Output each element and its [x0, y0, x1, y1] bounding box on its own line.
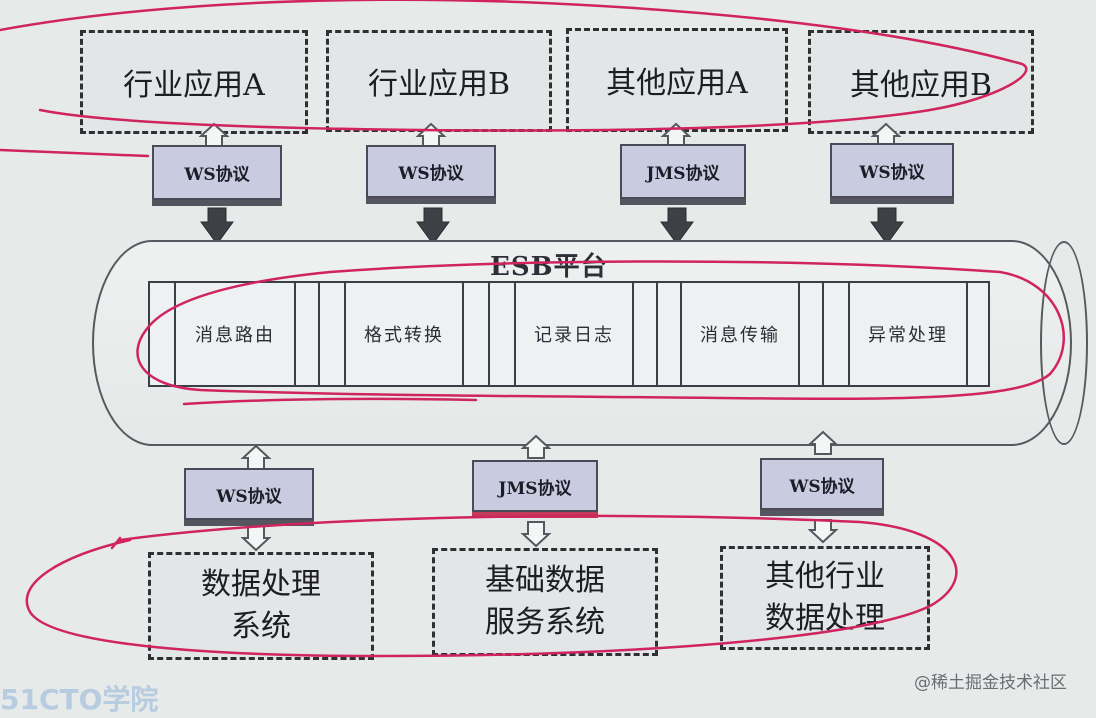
- module-label-3: 记录日志: [534, 325, 614, 346]
- strip-spacer: [966, 281, 990, 387]
- strip-spacer: [318, 281, 346, 387]
- bottom-system-line2-3: 数据处理: [765, 601, 885, 636]
- bottom-protocol-label-3: WS协议: [789, 476, 855, 497]
- bottom-protocol-1: WS协议: [184, 468, 314, 526]
- bottom-system-box-1: 数据处理 系统: [148, 552, 374, 660]
- top-protocol-1: WS协议: [152, 145, 282, 206]
- strip-spacer: [488, 281, 516, 387]
- watermark-logo-left: 51CTO学院: [0, 683, 159, 716]
- annotation-loop-top: [0, 0, 1028, 132]
- bottom-system-box-3: 其他行业 数据处理: [720, 546, 930, 650]
- bottom-protocol-label-1: WS协议: [216, 486, 282, 507]
- module-label-4: 消息传输: [700, 325, 780, 346]
- top-down-arrows: [200, 207, 904, 245]
- module-exception-handling: 异常处理: [848, 281, 968, 387]
- annotation-tick: [110, 536, 122, 550]
- module-label-1: 消息路由: [195, 325, 275, 346]
- top-app-label-3: 其他应用A: [606, 66, 748, 101]
- bottom-system-line1-1: 数据处理: [201, 567, 321, 602]
- bottom-system-line1-3: 其他行业: [765, 559, 885, 594]
- annotation-line-left: [0, 148, 150, 158]
- top-app-label-2: 行业应用B: [367, 67, 511, 102]
- top-protocol-label-4: WS协议: [859, 163, 925, 183]
- bottom-system-box-2: 基础数据 服务系统: [432, 548, 658, 656]
- top-app-label-4: 其他应用B: [849, 68, 993, 103]
- strip-spacer: [656, 281, 682, 387]
- top-protocol-label-3: JMS协议: [646, 164, 720, 184]
- annotation-stroke-middle: [182, 397, 478, 406]
- bottom-system-line2-1: 系统: [231, 609, 291, 644]
- module-message-transport: 消息传输: [680, 281, 800, 387]
- esb-platform-title: ESB平台: [490, 252, 608, 282]
- module-label-5: 异常处理: [868, 325, 948, 346]
- bottom-system-line1-2: 基础数据: [485, 563, 605, 598]
- module-logging: 记录日志: [514, 281, 634, 387]
- annotation-loop-middle: [136, 260, 1066, 401]
- top-protocol-label-1: WS协议: [184, 165, 250, 185]
- watermark-text-right: @稀土掘金技术社区: [914, 673, 1067, 693]
- top-up-arrows: [198, 122, 902, 147]
- top-app-label-1: 行业应用A: [123, 68, 265, 103]
- annotation-loop-bottom: [25, 514, 958, 658]
- bottom-protocol-label-2: JMS协议: [498, 478, 572, 499]
- top-app-box-3: 其他应用A: [566, 28, 788, 132]
- strip-spacer: [798, 281, 824, 387]
- top-protocol-3: JMS协议: [620, 144, 746, 205]
- esb-tube-end-cap: [1040, 241, 1088, 445]
- top-protocol-4: WS协议: [830, 143, 954, 204]
- top-protocol-2: WS协议: [366, 145, 496, 204]
- bottom-system-line2-2: 服务系统: [485, 605, 605, 640]
- module-label-2: 格式转换: [364, 325, 444, 346]
- module-format-conversion: 格式转换: [344, 281, 464, 387]
- strip-spacer: [148, 281, 176, 387]
- top-app-box-1: 行业应用A: [80, 30, 308, 134]
- top-protocol-label-2: WS协议: [398, 164, 464, 184]
- top-app-box-4: 其他应用B: [808, 30, 1034, 134]
- bottom-protocol-3: WS协议: [760, 458, 884, 516]
